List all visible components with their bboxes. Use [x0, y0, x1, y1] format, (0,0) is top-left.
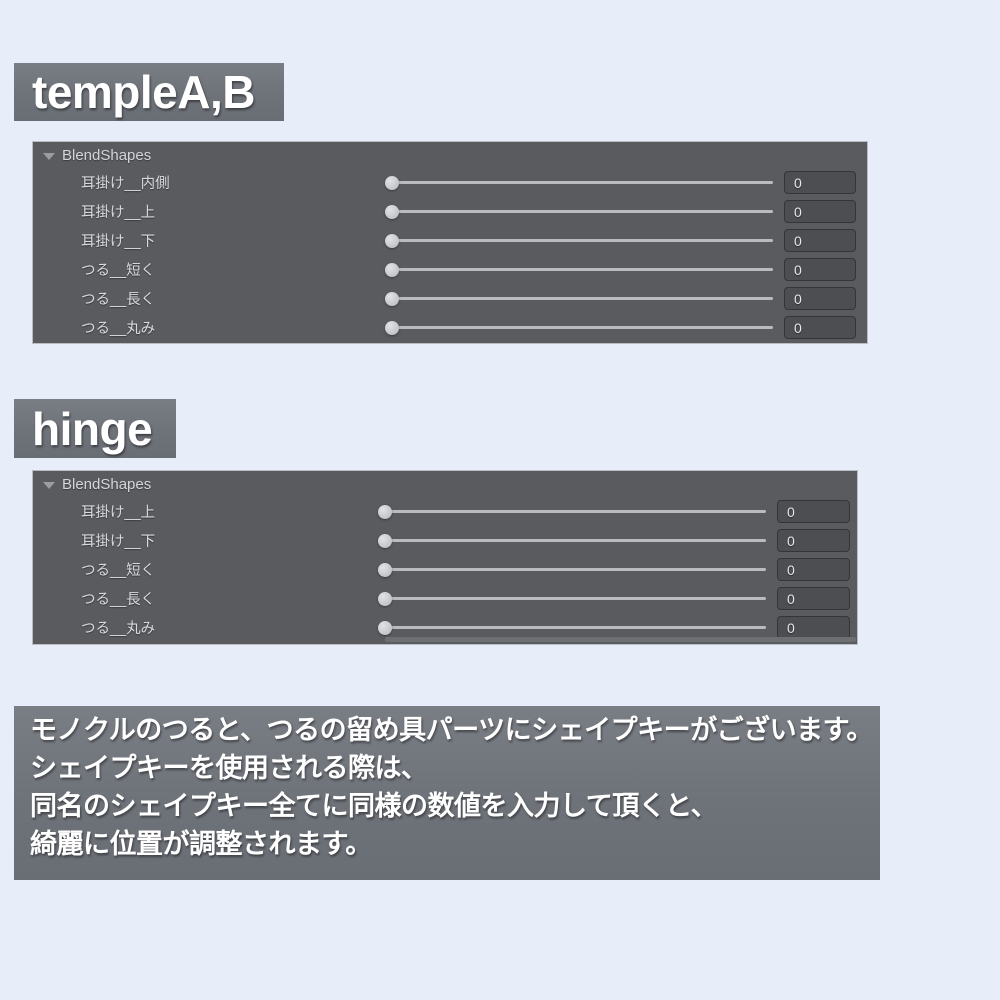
shapekey-slider[interactable]: [378, 532, 766, 550]
slider-handle[interactable]: [378, 533, 392, 548]
slider-track[interactable]: [391, 268, 773, 271]
shapekey-row[interactable]: つる__丸み 0: [33, 313, 867, 342]
shapekey-row[interactable]: つる__短く 0: [33, 255, 867, 284]
slider-handle[interactable]: [385, 291, 399, 306]
slider-handle[interactable]: [385, 320, 399, 335]
slider-track[interactable]: [391, 239, 773, 242]
shapekey-label: 耳掛け__内側: [81, 176, 170, 192]
blendshapes-header-hinge[interactable]: BlendShapes: [33, 471, 857, 497]
shapekey-slider[interactable]: [385, 261, 773, 279]
slider-track[interactable]: [384, 510, 766, 513]
shapekey-label: 耳掛け__下: [81, 534, 156, 550]
slider-track[interactable]: [391, 210, 773, 213]
slider-handle[interactable]: [385, 262, 399, 277]
shapekey-row[interactable]: 耳掛け__上 0: [33, 497, 857, 526]
shapekey-slider[interactable]: [378, 619, 766, 637]
shapekey-value-input[interactable]: 0: [777, 500, 850, 523]
shapekey-slider[interactable]: [385, 232, 773, 250]
slider-track[interactable]: [391, 297, 773, 300]
triangle-down-icon[interactable]: [43, 481, 55, 489]
note-line: 同名のシェイプキー全てに同様の数値を入力して頂くと、: [30, 791, 718, 822]
slider-track[interactable]: [391, 181, 773, 184]
triangle-down-icon[interactable]: [43, 152, 55, 160]
shapekey-label: つる__長く: [81, 292, 156, 308]
note-line: シェイプキーを使用される際は、: [30, 753, 428, 784]
shapekey-label: 耳掛け__上: [81, 205, 156, 221]
shapekey-label: 耳掛け__上: [81, 505, 156, 521]
section-title-temple: templeA,B: [14, 63, 284, 121]
shapekey-row[interactable]: 耳掛け__上 0: [33, 197, 867, 226]
shapekey-slider[interactable]: [385, 319, 773, 337]
shapekey-slider[interactable]: [378, 561, 766, 579]
note-line: 綺麗に位置が調整されます。: [30, 829, 372, 860]
slider-handle[interactable]: [378, 591, 392, 606]
shapekey-value-input[interactable]: 0: [784, 200, 856, 223]
slider-track[interactable]: [391, 326, 773, 329]
slider-handle[interactable]: [378, 504, 392, 519]
slider-handle[interactable]: [385, 175, 399, 190]
shapekey-value-input[interactable]: 0: [784, 258, 856, 281]
blendshapes-header-temple[interactable]: BlendShapes: [33, 142, 867, 168]
shapekey-row[interactable]: つる__長く 0: [33, 284, 867, 313]
shapekey-label: 耳掛け__下: [81, 234, 156, 250]
shapekey-label: つる__丸み: [81, 321, 156, 337]
shapekey-slider[interactable]: [385, 203, 773, 221]
shapekey-slider[interactable]: [385, 290, 773, 308]
panel-scroll-strip[interactable]: [385, 637, 856, 642]
shapekey-value-input[interactable]: 0: [784, 171, 856, 194]
slider-track[interactable]: [384, 568, 766, 571]
shapekey-row[interactable]: 耳掛け__下 0: [33, 526, 857, 555]
shapekey-value-input[interactable]: 0: [777, 587, 850, 610]
slider-track[interactable]: [384, 539, 766, 542]
shapekey-value-input[interactable]: 0: [784, 229, 856, 252]
shapekey-value-input[interactable]: 0: [784, 287, 856, 310]
shapekey-value-input[interactable]: 0: [777, 558, 850, 581]
shapekey-label: つる__短く: [81, 263, 156, 279]
slider-handle[interactable]: [385, 204, 399, 219]
note-block: モノクルのつると、つるの留め具パーツにシェイプキーがございます。 シェイプキーを…: [14, 706, 880, 880]
blendshapes-panel-temple: BlendShapes 耳掛け__内側 0 耳掛け__上 0 耳掛け__下: [32, 141, 868, 344]
shapekey-slider[interactable]: [378, 590, 766, 608]
shapekey-value-input[interactable]: 0: [777, 529, 850, 552]
shapekey-label: つる__長く: [81, 592, 156, 608]
blendshapes-panel-hinge: BlendShapes 耳掛け__上 0 耳掛け__下 0 つる__短く: [32, 470, 858, 645]
slider-handle[interactable]: [385, 233, 399, 248]
shapekey-slider[interactable]: [378, 503, 766, 521]
blendshapes-header-label: BlendShapes: [62, 146, 152, 164]
shapekey-slider[interactable]: [385, 174, 773, 192]
shapekey-label: つる__丸み: [81, 621, 156, 637]
shapekey-row[interactable]: 耳掛け__内側 0: [33, 168, 867, 197]
shapekey-row[interactable]: つる__長く 0: [33, 584, 857, 613]
shapekey-row[interactable]: 耳掛け__下 0: [33, 226, 867, 255]
section-title-hinge: hinge: [14, 399, 176, 458]
slider-track[interactable]: [384, 626, 766, 629]
shapekey-row[interactable]: つる__丸み 0: [33, 613, 857, 642]
shapekey-value-input[interactable]: 0: [777, 616, 850, 639]
shapekey-value-input[interactable]: 0: [784, 316, 856, 339]
shapekey-row-list-temple: 耳掛け__内側 0 耳掛け__上 0 耳掛け__下 0 つる__短く: [33, 168, 867, 342]
slider-handle[interactable]: [378, 562, 392, 577]
shapekey-row[interactable]: つる__短く 0: [33, 555, 857, 584]
shapekey-label: つる__短く: [81, 563, 156, 579]
blendshapes-header-label: BlendShapes: [62, 475, 152, 493]
note-line: モノクルのつると、つるの留め具パーツにシェイプキーがございます。: [30, 715, 873, 746]
slider-handle[interactable]: [378, 620, 392, 635]
slider-track[interactable]: [384, 597, 766, 600]
shapekey-row-list-hinge: 耳掛け__上 0 耳掛け__下 0 つる__短く 0 つる__長く: [33, 497, 857, 642]
